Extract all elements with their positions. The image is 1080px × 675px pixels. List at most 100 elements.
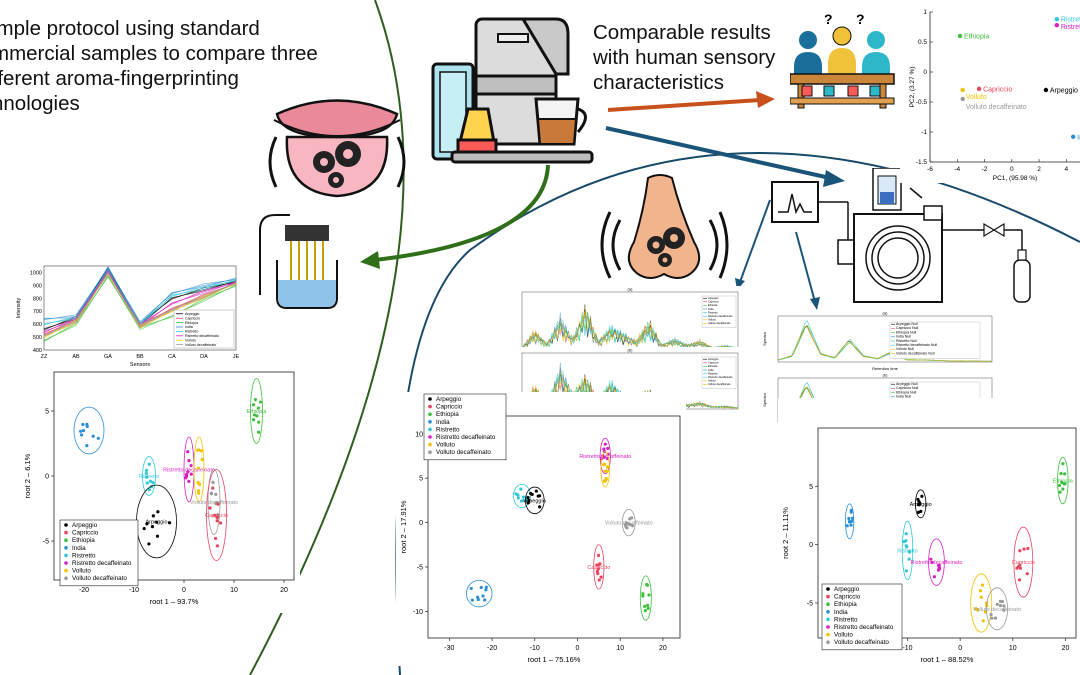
blue-arrowhead [823, 170, 845, 187]
confidence-ellipse [901, 520, 914, 581]
x-tick-label: 0 [1010, 166, 1014, 173]
data-point [932, 575, 937, 579]
legend-label: Ristretto decaffeinato [834, 624, 894, 631]
x-tick-label: 0 [182, 587, 186, 594]
legend-label: Ristretto [708, 310, 718, 314]
pca-point [1054, 23, 1060, 28]
confidence-ellipse [928, 538, 945, 586]
panel-title: (b) [628, 348, 634, 353]
tongue-sensor-icon [268, 99, 406, 198]
data-point [1057, 483, 1061, 488]
legend-marker [428, 450, 432, 454]
data-point [849, 523, 853, 527]
data-point [196, 466, 201, 470]
confidence-ellipse [986, 587, 1008, 631]
data-point [605, 469, 609, 473]
legend-marker [428, 404, 432, 409]
y-tick-label: 500 [33, 335, 42, 341]
data-point [599, 575, 603, 579]
y-tick-label: 10 [415, 431, 423, 438]
legend-label: Capriccio [185, 316, 200, 320]
comparison-text: Comparable results with human sensory ch… [593, 20, 803, 95]
data-point [850, 516, 855, 520]
data-point [1063, 482, 1067, 486]
data-point [605, 465, 610, 469]
legend-label: India [185, 325, 193, 329]
data-point [259, 400, 263, 404]
data-point [216, 502, 220, 506]
data-point [904, 544, 908, 548]
data-point [937, 567, 942, 571]
y-tick-label: -1.5 [916, 159, 928, 166]
legend-box [423, 393, 507, 461]
y-tick-label: 700 [33, 309, 42, 315]
y-tick-label: 600 [33, 322, 42, 328]
data-point [151, 481, 155, 485]
x-tick-label: 20 [659, 645, 667, 652]
group-label: Ethiopia [1053, 479, 1074, 485]
spectrum-line [521, 311, 739, 350]
data-point [596, 567, 600, 571]
data-point [974, 607, 978, 611]
legend-marker [64, 561, 68, 565]
group-label: Capriccio [587, 565, 610, 571]
data-point [186, 450, 190, 454]
x-axis-label: Retention time [872, 366, 899, 371]
x-tick-label: 10 [230, 587, 238, 594]
y-tick-label: -5 [417, 564, 423, 571]
data-point [215, 544, 219, 548]
intro-line: hnologies [0, 92, 80, 115]
data-point [936, 563, 941, 568]
x-tick-label: -10 [530, 645, 540, 652]
data-point [251, 418, 256, 422]
data-point [484, 585, 488, 589]
y-axis-label: root 2 – 17.91% [399, 500, 408, 553]
legend-label: Volluto decaffeinato [185, 343, 216, 347]
legend-label: Ethiopia [708, 303, 718, 307]
series-line [43, 272, 237, 337]
legend-marker [826, 632, 830, 637]
data-point [213, 513, 217, 517]
data-point [516, 493, 520, 497]
pca-point [1043, 87, 1049, 93]
legend-label: Volluto decaffeinato [436, 449, 491, 456]
data-point [847, 516, 851, 521]
group-label: Capriccio [205, 513, 228, 519]
x-tick-label: -10 [129, 587, 139, 594]
legend-label: Arpeggio [708, 357, 719, 361]
data-point [184, 476, 188, 480]
group-label: Arpeggio [910, 502, 932, 508]
legend-marker [64, 553, 68, 558]
y-tick-label: 5 [419, 476, 423, 483]
legend-marker [64, 530, 68, 535]
data-point [641, 594, 645, 598]
gc-instrument-icon [771, 168, 1031, 303]
data-point [483, 598, 487, 602]
legend-label: Ristretto decaffeinato [72, 560, 132, 567]
data-point [981, 619, 985, 623]
data-point [253, 398, 257, 402]
group-label: Volluto decaffeinato [973, 607, 1021, 613]
x-tick-label: ZZ [41, 354, 48, 360]
x-tick-label: -6 [927, 166, 933, 173]
data-point [484, 588, 488, 592]
pca-point-label: Capriccio [983, 86, 1012, 93]
data-point [626, 522, 630, 526]
data-point [219, 521, 223, 525]
data-point [196, 489, 201, 493]
data-point [85, 422, 89, 426]
data-point [980, 583, 985, 587]
green-divider-arc [249, 0, 405, 675]
legend-marker [826, 610, 830, 614]
confidence-ellipse [193, 436, 205, 503]
legend-marker [64, 538, 68, 542]
data-point [145, 522, 149, 526]
legend-label: Capriccio [708, 300, 719, 304]
confidence-ellipse [207, 469, 221, 535]
x-tick-label: -20 [79, 587, 89, 594]
legend-box [59, 519, 139, 587]
series-line [43, 273, 237, 338]
data-point [189, 472, 193, 476]
y-axis-label: Intensity [16, 298, 22, 319]
